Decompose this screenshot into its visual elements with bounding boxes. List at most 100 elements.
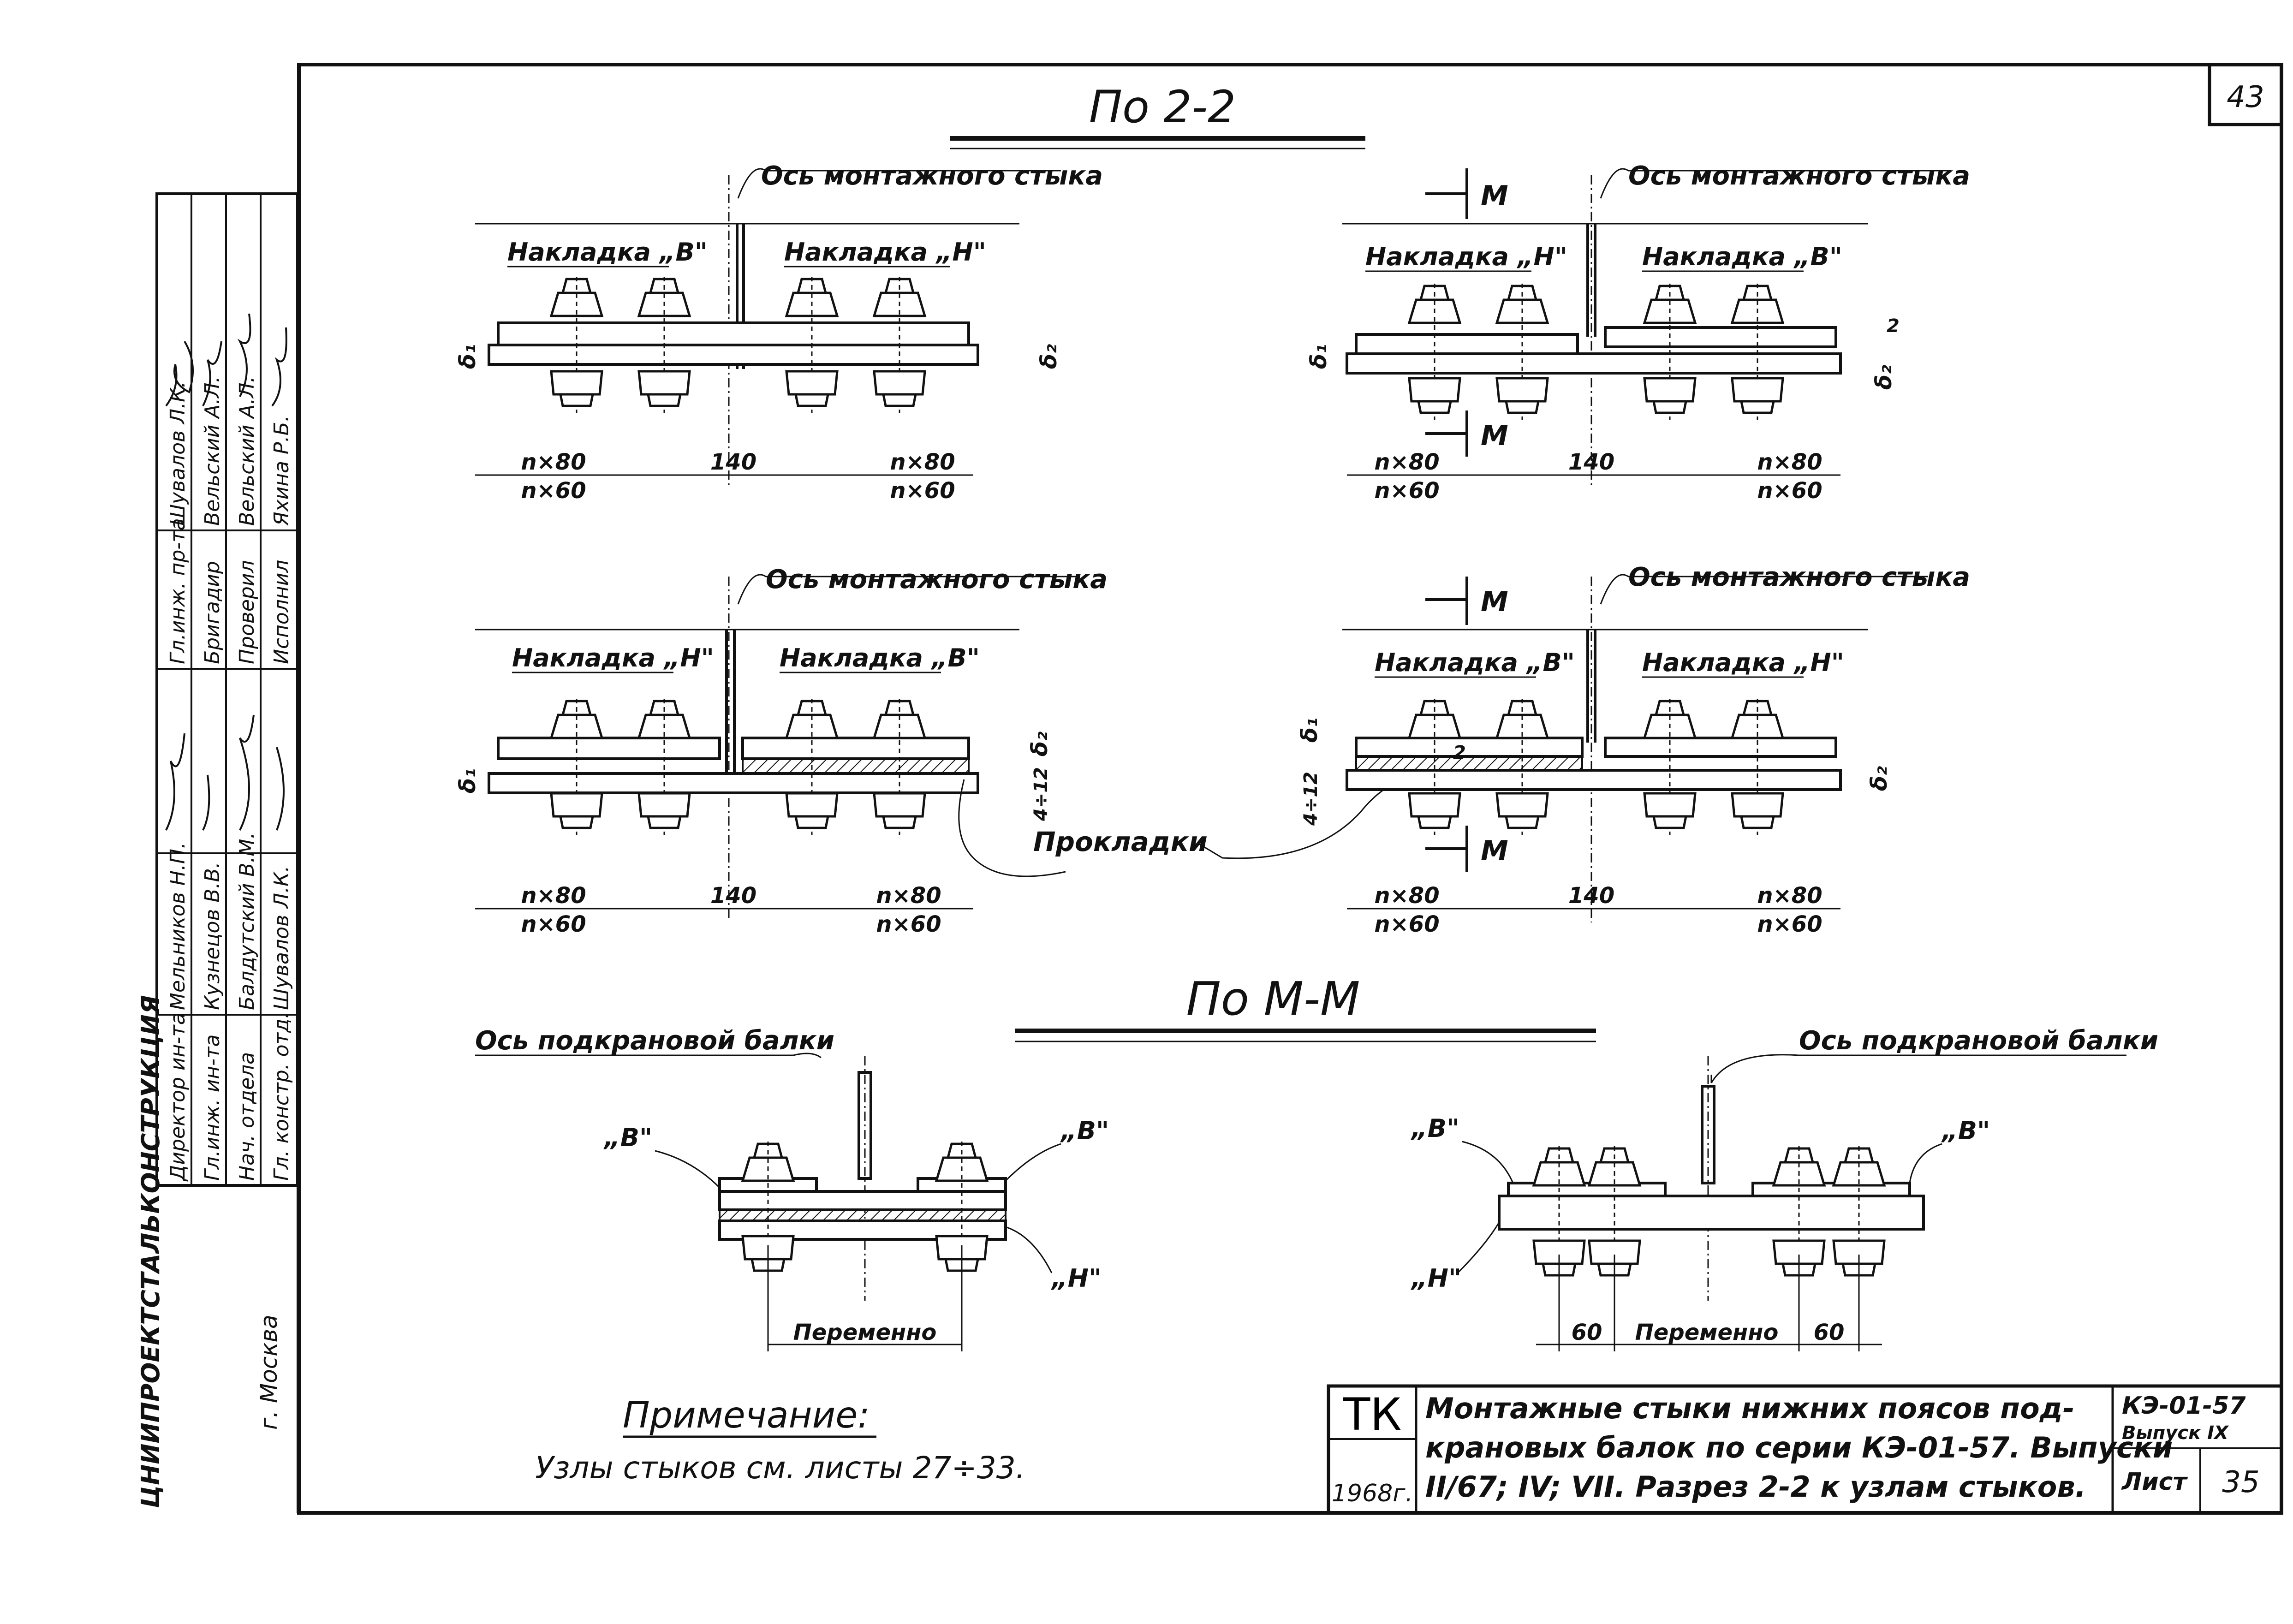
section-mm-right: Ось подкрановой балки „В" „В" „Н" 60 Пер…	[1411, 1026, 2158, 1351]
section-mm-left: Ось подкрановой балки „В" „В" „Н" Переме…	[475, 1026, 1109, 1351]
plate-n-label-4: Накладка „Н"	[1642, 648, 1844, 677]
mark-v-2a: „В"	[1411, 1114, 1459, 1143]
detail-top-left: Ось монтажного стыка Накладка „В" Наклад…	[455, 161, 1103, 504]
stamp-role-3: Нач. отдела	[235, 1052, 259, 1181]
dim-140-2: 140	[1568, 449, 1614, 475]
delta1-label-3: δ₁	[455, 768, 481, 793]
title-block-year: 1968г.	[1332, 1480, 1413, 1507]
stamp-name-7: Вельский А.Л.	[235, 376, 259, 526]
mark-v-2b: „В"	[1941, 1116, 1990, 1145]
axis-joint-label-1: Ось монтажного стыка	[761, 161, 1103, 191]
delta1-label-4: δ₁	[1297, 718, 1322, 743]
dim-n80-1a: n×80	[521, 449, 586, 475]
stamp-name-1: Мельников Н.П.	[166, 842, 190, 1010]
dim-n80-4a: n×80	[1374, 883, 1439, 909]
stamp-name-5: Шувалов Л.К.	[166, 381, 190, 526]
corner-sheet-number: 43	[2227, 80, 2264, 114]
delta2-label-4: δ₂	[1866, 766, 1892, 791]
dim-n80-1b: n×80	[890, 449, 955, 475]
axis-beam-label-1: Ось подкрановой балки	[475, 1026, 834, 1056]
stamp-role-1: Директор ин-та	[166, 1012, 190, 1182]
stamp-role-5: Гл.инж. пр-та	[166, 518, 190, 664]
section-mark-m-1: М	[1481, 180, 1508, 212]
dim-60-2b: 60	[1814, 1320, 1845, 1345]
plate-v-label-3: Накладка „В"	[780, 643, 980, 672]
signature-stamp: Гл.инж. пр-та Бригадир Проверил Исполнил…	[136, 192, 299, 1513]
shim-range-3: 4÷12	[1030, 767, 1052, 821]
delta1-label-1: δ₁	[455, 344, 481, 369]
mark-n-2: „Н"	[1411, 1264, 1461, 1293]
plate-n-label-2: Накладка „Н"	[1365, 242, 1567, 271]
stamp-name-2: Кузнецов В.В.	[201, 862, 224, 1010]
dim-n80-3b: n×80	[876, 883, 941, 909]
section-mark-m-3: М	[1481, 586, 1508, 618]
stamp-name-4: Шувалов Л.К.	[270, 866, 293, 1010]
mark-v-1a: „В"	[603, 1123, 652, 1152]
delta1-label-2: δ₁	[1306, 344, 1332, 369]
shims-label: Прокладки	[1033, 826, 1208, 857]
gap-label-4: 2	[1453, 742, 1466, 763]
shim-range-4: 4÷12	[1300, 772, 1322, 826]
axis-beam-label-2: Ось подкрановой балки	[1799, 1026, 2158, 1056]
dim-60-2a: 60	[1572, 1320, 1602, 1345]
delta2-label-3: δ₂	[1027, 732, 1053, 756]
mark-n-1: „Н"	[1051, 1264, 1102, 1293]
mark-v-1b: „В"	[1060, 1116, 1109, 1145]
title-sheet-label: Лист	[2121, 1468, 2188, 1496]
dim-n60-2a: n×60	[1374, 478, 1439, 504]
plate-v-label-2: Накладка „В"	[1642, 242, 1842, 271]
section-mark-m-2: М	[1481, 420, 1508, 452]
plate-n-label-1: Накладка „Н"	[784, 238, 986, 267]
stamp-role-2: Гл.инж. ин-та	[201, 1035, 224, 1181]
title-block: ТК 1968г. Монтажные стыки нижних поясов …	[1327, 1384, 2283, 1515]
section-mm-title: По М-М	[1186, 972, 1360, 1026]
stamp-name-6: Вельский А.Л.	[201, 376, 224, 526]
dim-n60-4b: n×60	[1757, 911, 1822, 937]
section-22-title: По 2-2	[1089, 81, 1236, 133]
dim-n80-2b: n×80	[1757, 449, 1822, 475]
title-block-tk: ТК	[1343, 1389, 1402, 1440]
plate-v-label-4: Накладка „В"	[1375, 648, 1575, 677]
dim-n60-3a: n×60	[521, 911, 586, 937]
gap-label-2: 2	[1887, 315, 1900, 337]
dim-n80-4b: n×80	[1757, 883, 1822, 909]
dim-140-3: 140	[710, 883, 756, 909]
dim-n80-2a: n×80	[1374, 449, 1439, 475]
stamp-role-6: Бригадир	[201, 561, 224, 664]
note-title: Примечание:	[623, 1395, 870, 1436]
dim-n60-2b: n×60	[1757, 478, 1822, 504]
variable-label-1: Переменно	[793, 1320, 937, 1345]
stamp-role-8: Исполнил	[270, 560, 293, 664]
axis-joint-label-4: Ось монтажного стыка	[1628, 562, 1970, 592]
section-mark-m-4: М	[1481, 835, 1508, 867]
dim-n60-1b: n×60	[890, 478, 955, 504]
detail-top-right: Ось монтажного стыка М Накладка „Н" Накл…	[1306, 161, 1970, 504]
note-block: Примечание: Узлы стыков см. листы 27÷33.	[535, 1395, 1025, 1486]
title-description-line-1: Монтажные стыки нижних поясов под-	[1425, 1392, 2074, 1425]
detail-mid-right: Ось монтажного стыка М Накладка „В" Накл…	[1297, 562, 1970, 937]
title-description-line-3: II/67; IV; VII. Разрез 2-2 к узлам стыко…	[1425, 1470, 2086, 1504]
dim-140-1: 140	[710, 449, 756, 475]
dim-n80-3a: n×80	[521, 883, 586, 909]
title-series: КЭ-01-57	[2122, 1392, 2246, 1420]
plate-v-label-1: Накладка „В"	[507, 238, 708, 267]
stamp-organization: ЦНИИПРОЕКТСТАЛЬКОНСТРУКЦИЯ	[136, 995, 165, 1508]
corner-number-box	[2208, 63, 2283, 126]
stamp-city: г. Москва	[256, 1315, 282, 1430]
delta2-label-1: δ₂	[1036, 344, 1062, 369]
stamp-name-8: Яхина Р.Б.	[270, 415, 293, 526]
stamp-role-7: Проверил	[235, 560, 259, 664]
stamp-role-4: Гл. констр. отд.	[270, 1012, 293, 1181]
plate-n-label-3: Накладка „Н"	[512, 643, 714, 672]
stamp-name-3: Балдутский В.М.	[235, 833, 259, 1010]
delta2-label-2: δ₂	[1871, 365, 1897, 390]
title-sheet-number: 35	[2222, 1465, 2259, 1499]
title-issue: Выпуск IX	[2122, 1422, 2229, 1444]
dim-140-4: 140	[1568, 883, 1614, 909]
note-text: Узлы стыков см. листы 27÷33.	[535, 1450, 1025, 1486]
detail-mid-left: Ось монтажного стыка Накладка „Н" Наклад…	[455, 565, 1403, 937]
axis-joint-label-2: Ось монтажного стыка	[1628, 161, 1970, 191]
title-description-line-2: крановых балок по серии КЭ-01-57. Выпуск…	[1425, 1431, 2173, 1464]
variable-label-2: Переменно	[1635, 1320, 1779, 1345]
